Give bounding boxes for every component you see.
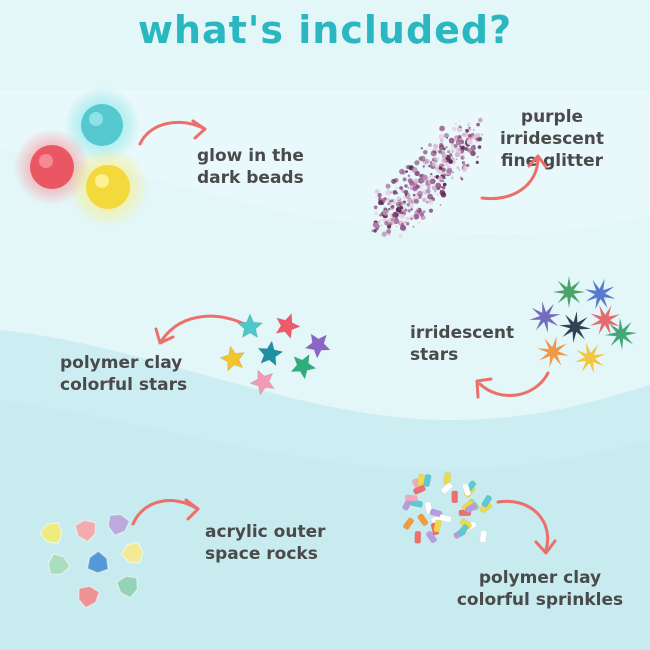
sprinkle: [462, 483, 472, 497]
sprinkle: [412, 484, 426, 495]
page-title: what's included?: [137, 8, 513, 52]
sprinkle: [464, 502, 478, 514]
space-rock: [77, 585, 101, 609]
irridescent-star: [559, 311, 591, 343]
sprinkle: [443, 471, 452, 486]
sprinkle: [440, 482, 453, 495]
irridescent-star: [584, 278, 616, 310]
space-rock: [74, 519, 97, 543]
clay-stars-icon: [219, 313, 331, 396]
space-rock: [120, 541, 144, 564]
irridescent-star: [574, 342, 606, 374]
sprinkle: [402, 517, 415, 530]
sprinkle: [410, 499, 424, 508]
arrow-icon: [154, 314, 250, 345]
clay-star: [304, 333, 331, 359]
irridescent-star: [590, 305, 620, 335]
clay-star: [249, 369, 275, 396]
arrow-icon: [475, 371, 550, 399]
sprinkle: [417, 513, 429, 527]
space-rock: [47, 552, 71, 576]
space-rock: [115, 575, 139, 599]
sprinkle: [423, 473, 432, 488]
clay-star: [290, 354, 317, 380]
clay-star: [219, 345, 245, 372]
sprinkle: [414, 530, 422, 544]
sprinkle: [479, 530, 488, 543]
arrow-icon: [138, 119, 207, 146]
irridescent-star: [553, 276, 585, 308]
sprinkle: [433, 519, 442, 533]
irridescent-star: [605, 318, 637, 350]
sprinkle: [481, 494, 493, 508]
glitter-icon: [371, 117, 483, 238]
sprinkles-icon: [402, 471, 493, 544]
sprinkle: [417, 473, 425, 487]
arrow-icon: [480, 154, 548, 201]
sprinkle: [438, 514, 452, 523]
space-rock: [107, 513, 131, 537]
arrow-icon: [496, 499, 557, 555]
sprinkle: [404, 494, 418, 503]
irridescent-star: [537, 336, 569, 368]
clay-star: [257, 340, 284, 366]
glow-beads-icon: [14, 87, 148, 227]
irridescent-star: [529, 301, 561, 333]
clay-star: [275, 313, 301, 339]
clay-star: [237, 313, 263, 338]
sprinkle: [451, 490, 459, 504]
irridescent-stars-icon: [529, 276, 637, 374]
sprinkle: [425, 530, 437, 544]
space-rocks-icon: [39, 513, 144, 609]
arrow-icon: [131, 498, 200, 526]
space-rock: [39, 521, 63, 545]
space-rock: [86, 550, 110, 574]
sprinkle: [457, 524, 469, 537]
